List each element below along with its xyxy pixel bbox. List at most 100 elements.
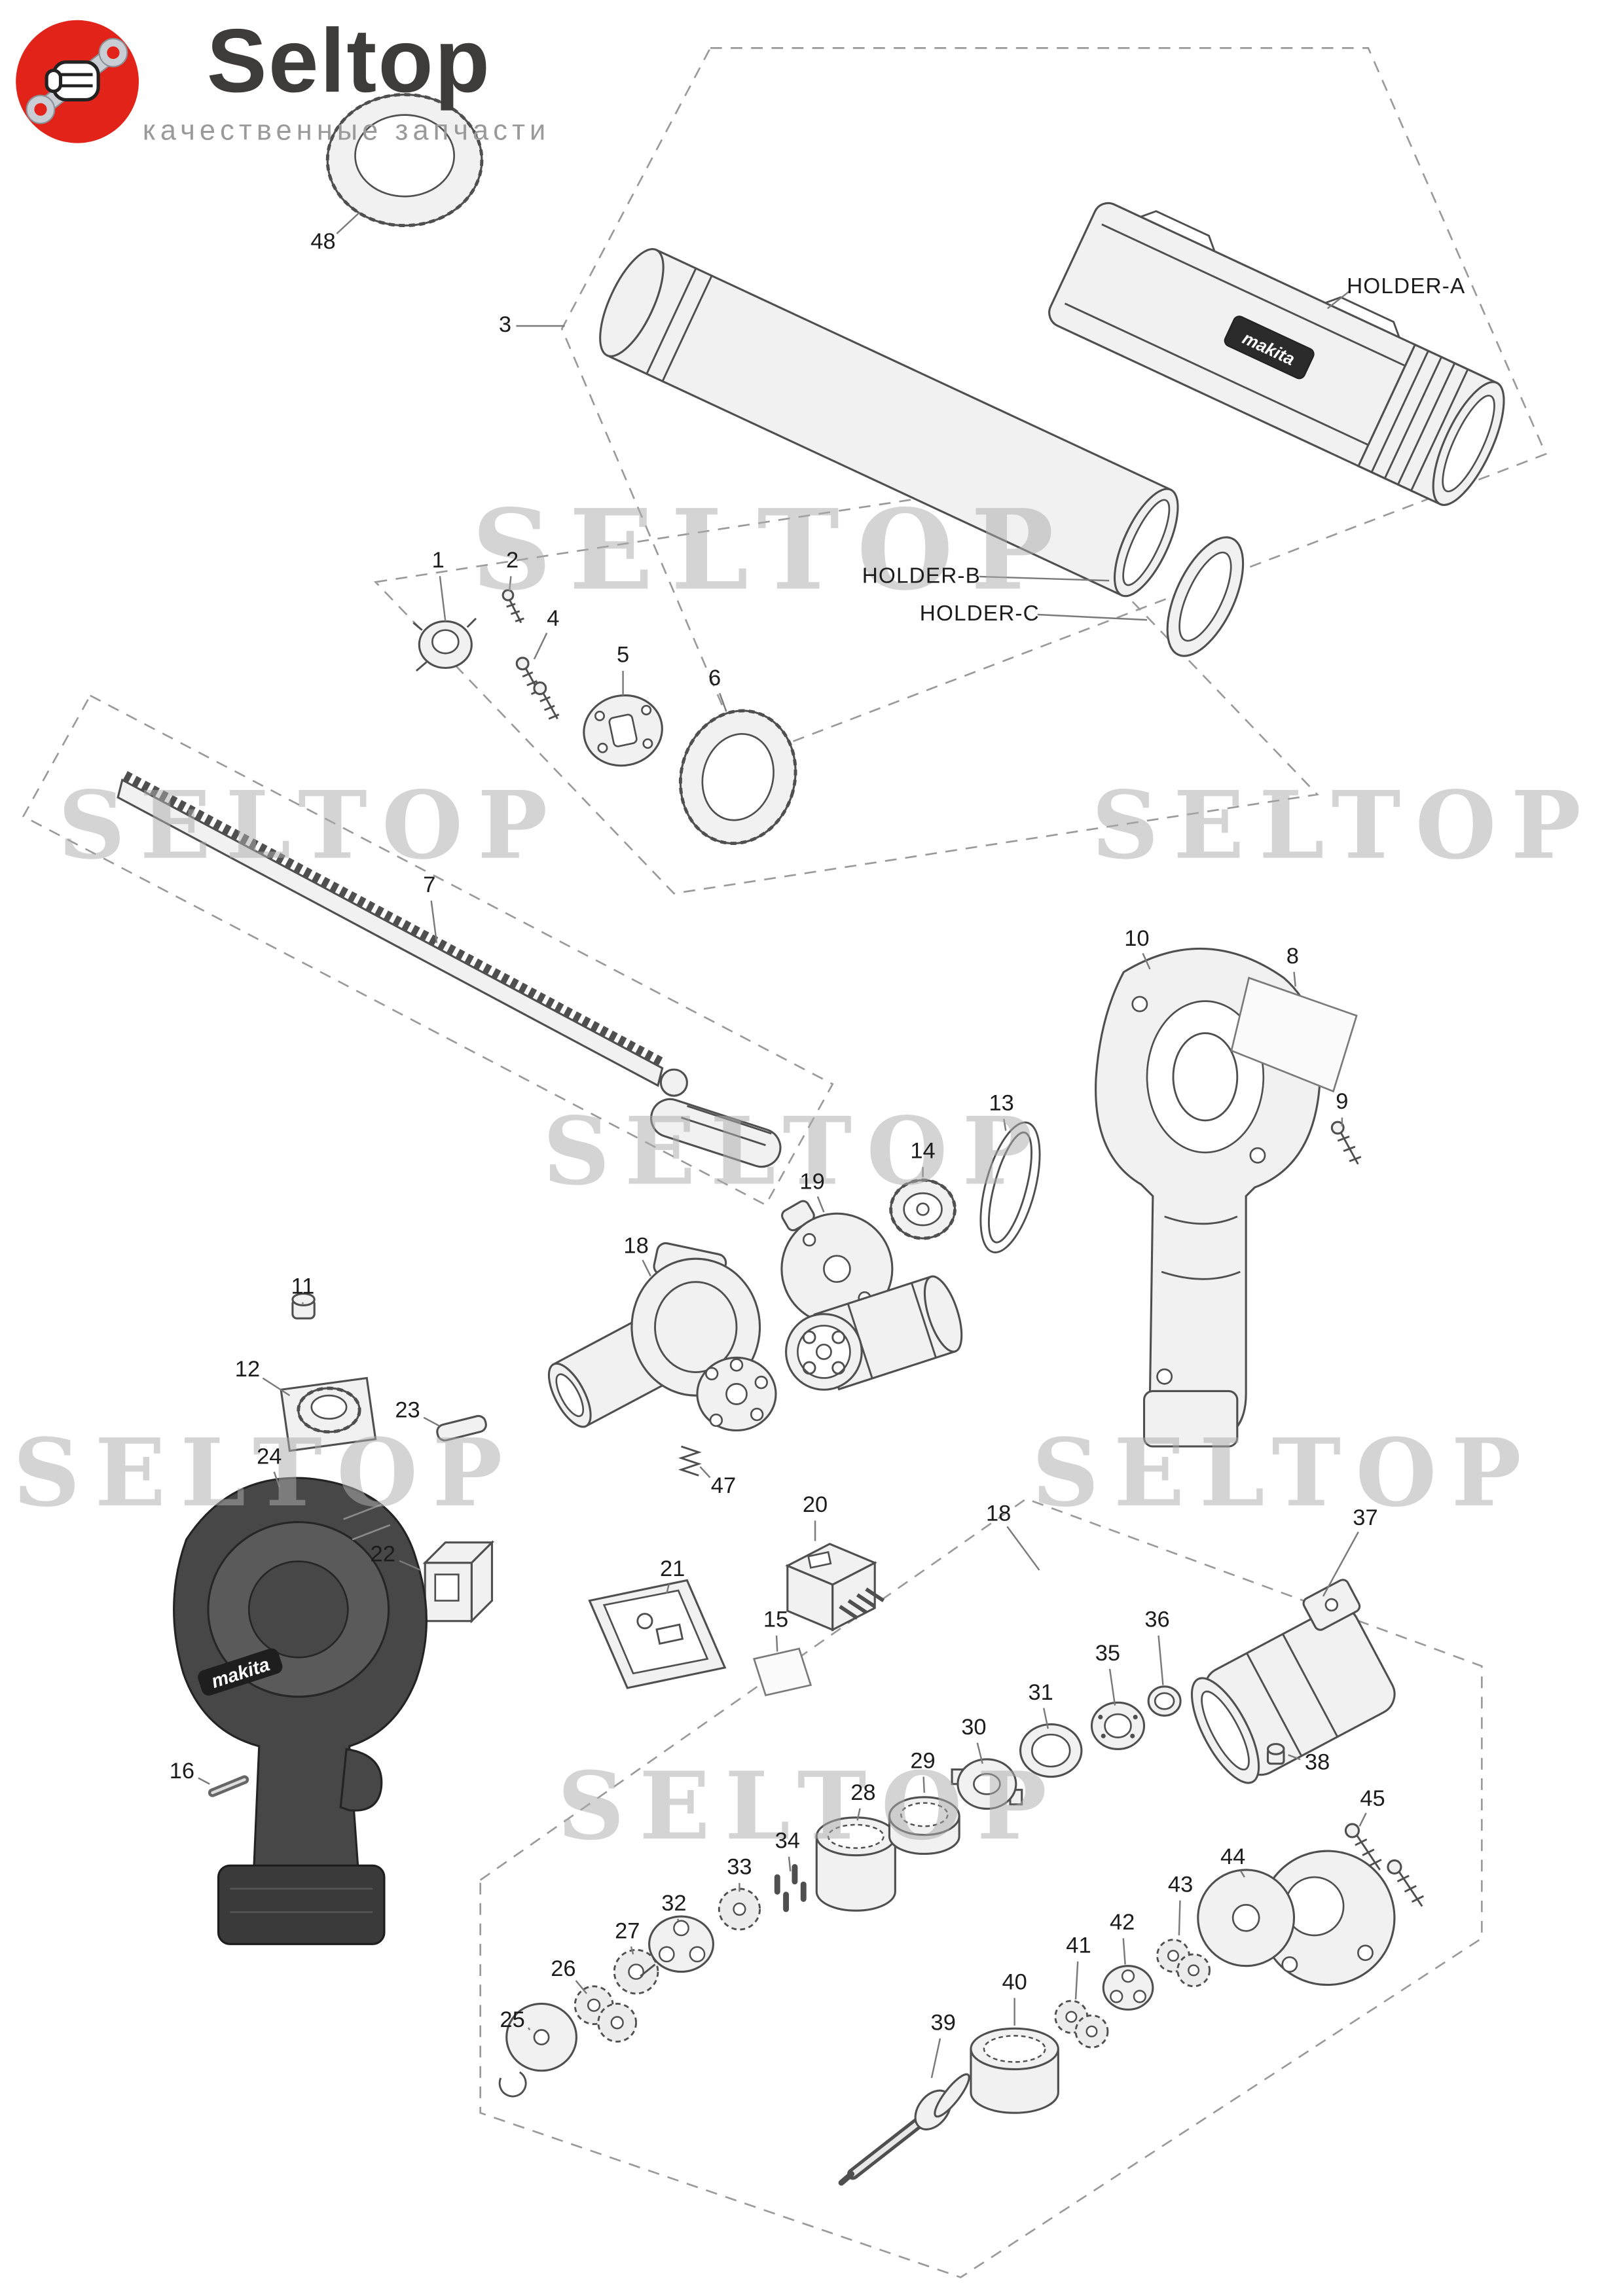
part-18-gear-assembly xyxy=(547,1242,777,1432)
assembly-boundary-holders xyxy=(560,47,1547,761)
leader-line xyxy=(273,1471,281,1488)
part-23-clip xyxy=(436,1414,487,1442)
leader-line xyxy=(1158,1635,1164,1685)
leader-line xyxy=(630,1946,634,1955)
leader-line xyxy=(930,2038,941,2079)
part-37-gear-case xyxy=(1190,1579,1396,1784)
assembly-boundary-nozzle-group xyxy=(373,482,1319,895)
fist-icon xyxy=(45,60,100,101)
part-42-carrier xyxy=(1102,1965,1154,2011)
callout-6: 6 xyxy=(708,666,721,692)
part-26-gears xyxy=(574,1985,638,2043)
leader-line xyxy=(719,692,727,712)
leader-line xyxy=(430,900,438,943)
part-28-ring-cylinder xyxy=(815,1816,896,1912)
leader-line xyxy=(775,1635,778,1652)
leader-line xyxy=(1359,1812,1367,1827)
callout-31: 31 xyxy=(1028,1680,1053,1706)
callout-34: 34 xyxy=(775,1829,800,1854)
logo-text: Seltop качественные запчасти xyxy=(143,14,551,149)
callout-19: 19 xyxy=(799,1170,825,1195)
leader-line xyxy=(439,576,447,622)
callout-43: 43 xyxy=(1167,1873,1194,1898)
part-33-gear xyxy=(718,1888,761,1931)
callout-35: 35 xyxy=(1095,1641,1121,1666)
callout-33: 33 xyxy=(727,1855,752,1880)
part-16-pin xyxy=(208,1775,249,1797)
callout-32: 32 xyxy=(661,1892,687,1917)
part-13-belt xyxy=(979,1121,1041,1253)
part-21-base-cover xyxy=(588,1579,727,1689)
part-30-tab-washer xyxy=(951,1758,1023,1810)
leader-line xyxy=(1142,953,1151,970)
seltop-logo: Seltop качественные запчасти xyxy=(12,14,551,154)
leader-line xyxy=(1037,613,1148,621)
part-44-cover-plate xyxy=(1197,1850,1396,1986)
callout-10: 10 xyxy=(1124,927,1150,952)
callout-9: 9 xyxy=(1336,1090,1349,1115)
callout-29: 29 xyxy=(910,1749,936,1774)
assembly-boundary-rack xyxy=(22,694,834,1206)
leader-line xyxy=(976,1742,983,1764)
callout-47: 47 xyxy=(710,1474,737,1499)
leader-line xyxy=(856,1808,861,1821)
leader-line xyxy=(1122,1938,1126,1965)
callout-30: 30 xyxy=(961,1715,987,1741)
part-20-terminal-block xyxy=(785,1543,885,1632)
motor xyxy=(785,1275,963,1391)
callout-39: 39 xyxy=(930,2011,956,2036)
part-14-pulley xyxy=(889,1178,957,1240)
callout-25: 25 xyxy=(500,2008,525,2033)
callout-16: 16 xyxy=(169,1759,195,1784)
part-8-label-sheet xyxy=(1230,977,1358,1093)
callout-12: 12 xyxy=(234,1357,261,1383)
callout-26: 26 xyxy=(551,1957,576,1982)
leader-line xyxy=(1108,1668,1116,1706)
callout-22: 22 xyxy=(370,1542,395,1568)
callout-4: 4 xyxy=(547,607,560,632)
callout-13: 13 xyxy=(989,1091,1014,1117)
leader-lines xyxy=(198,211,1367,2079)
callout-21: 21 xyxy=(659,1556,685,1582)
callout-holder-b: HOLDER-B xyxy=(862,564,981,589)
part-43-gears xyxy=(1156,1939,1211,1988)
part-24-housing-left: makita xyxy=(173,1477,428,1945)
callout-23: 23 xyxy=(395,1398,420,1424)
callout-28: 28 xyxy=(850,1781,876,1806)
part-9-screw xyxy=(1330,1121,1362,1165)
callout-holder-a: HOLDER-A xyxy=(1347,274,1466,299)
part-7-rack xyxy=(117,771,782,1168)
leader-line xyxy=(788,1856,792,1872)
leader-line xyxy=(1322,1532,1359,1597)
leader-line xyxy=(423,1416,441,1427)
leader-line xyxy=(1003,1119,1007,1131)
callout-41: 41 xyxy=(1066,1933,1091,1959)
part-2-screw xyxy=(501,588,524,624)
leader-line xyxy=(527,2027,531,2031)
leader-line xyxy=(666,1584,670,1594)
callout-18: 18 xyxy=(986,1501,1012,1527)
part-1-cap xyxy=(412,617,477,672)
callout-5: 5 xyxy=(616,643,630,668)
leader-line xyxy=(336,211,360,234)
callout-14: 14 xyxy=(910,1139,936,1164)
part-32-carrier xyxy=(640,1915,714,1977)
part-34-pins xyxy=(774,1864,807,1912)
leader-line xyxy=(1042,1708,1049,1729)
part-27-gear xyxy=(613,1948,659,1995)
leader-line xyxy=(198,1777,210,1785)
leader-line xyxy=(1293,971,1296,987)
leader-line xyxy=(399,1560,422,1571)
callout-11: 11 xyxy=(291,1274,315,1300)
part-31-ring xyxy=(1019,1723,1083,1778)
callout-44: 44 xyxy=(1220,1845,1246,1870)
callout-18: 18 xyxy=(623,1234,649,1259)
holder-bc-ring xyxy=(1166,536,1245,657)
part-3-tube xyxy=(599,248,1179,598)
leader-line xyxy=(575,1980,587,1994)
part-5-plate xyxy=(583,694,663,767)
callout-20: 20 xyxy=(802,1493,828,1518)
part-38-cap xyxy=(1266,1743,1285,1765)
